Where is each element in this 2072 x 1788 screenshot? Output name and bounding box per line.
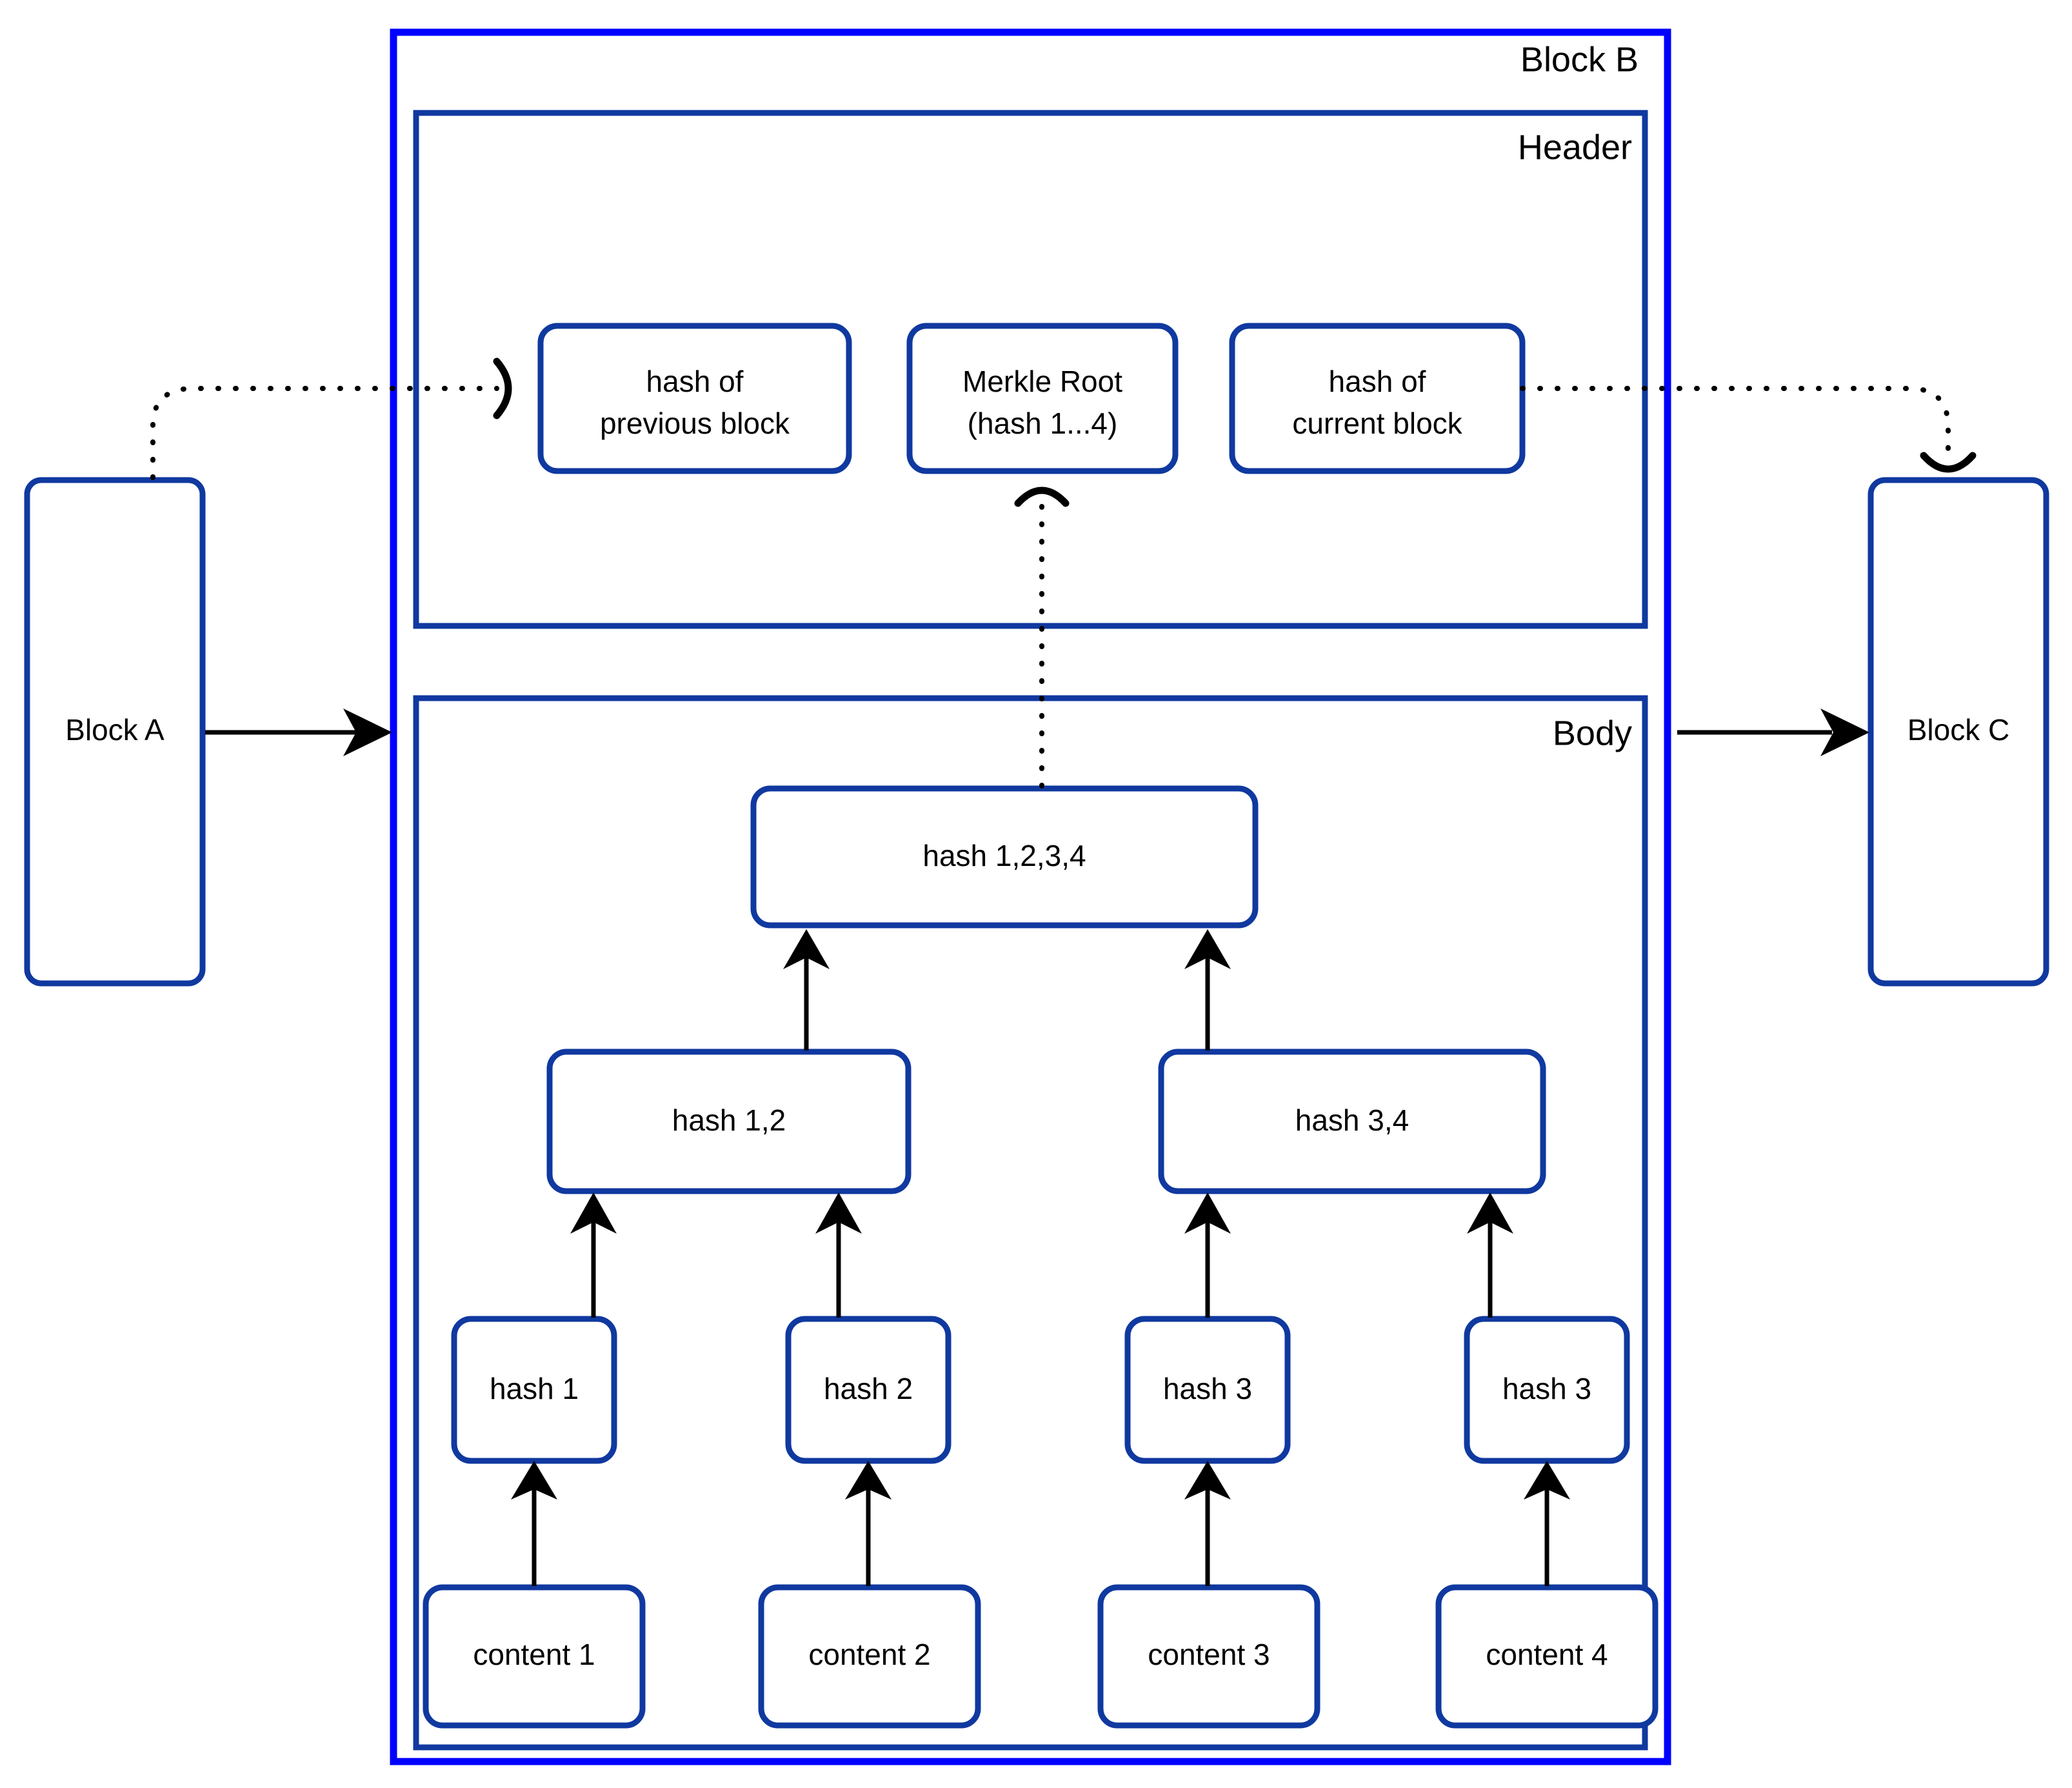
content-4-box[interactable] xyxy=(1435,1584,1659,1729)
edge-hash1-to-hash12 xyxy=(570,1192,617,1318)
edge-block-b-to-block-c xyxy=(1677,708,1869,756)
body-section-title: Body xyxy=(1553,714,1632,752)
content-1-label: content 1 xyxy=(473,1638,595,1671)
content-1-box[interactable] xyxy=(423,1584,646,1729)
merkle-root-box[interactable] xyxy=(906,323,1179,474)
edge-content3-to-hash3 xyxy=(1184,1461,1231,1586)
prev-hash-label-line1: hash of xyxy=(646,365,744,398)
current-hash-box[interactable] xyxy=(1229,323,1526,474)
hash-1234-label: hash 1,2,3,4 xyxy=(922,839,1086,872)
block-b-outer-border xyxy=(390,28,1671,1765)
edge-hash2-to-hash12 xyxy=(815,1192,862,1318)
header-section-box xyxy=(413,110,1648,629)
merkle-root-label-line1: Merkle Root xyxy=(962,365,1122,398)
edge-hash3-to-hash34 xyxy=(1184,1192,1231,1318)
block-a-label: Block A xyxy=(65,713,164,747)
edge-content4-to-hash4 xyxy=(1524,1461,1570,1586)
hash-34-label: hash 3,4 xyxy=(1295,1103,1409,1137)
edge-hash12-to-hash1234 xyxy=(783,929,830,1050)
hash-1-label: hash 1 xyxy=(490,1372,579,1405)
edge-block-a-to-prev-hash xyxy=(150,357,512,480)
edge-content1-to-hash1 xyxy=(511,1461,557,1586)
content-2-box[interactable] xyxy=(758,1584,981,1729)
current-hash-label-line2: current block xyxy=(1292,407,1462,440)
block-c-box[interactable] xyxy=(1868,477,2049,987)
hash-12-label: hash 1,2 xyxy=(672,1103,786,1137)
edge-current-hash-to-block-c xyxy=(1520,386,1977,473)
edge-hash4-to-hash34 xyxy=(1467,1192,1513,1318)
edge-hash34-to-hash1234 xyxy=(1184,929,1231,1050)
block-b-title: Block B xyxy=(1520,40,1639,79)
body-section-box xyxy=(413,695,1648,1751)
hash-12-box[interactable] xyxy=(546,1049,911,1194)
header-section-title: Header xyxy=(1518,128,1632,166)
hash-4-label: hash 3 xyxy=(1502,1372,1591,1405)
current-hash-label-line1: hash of xyxy=(1329,365,1426,398)
merkle-root-label-line2: (hash 1...4) xyxy=(968,407,1118,440)
content-4-label: content 4 xyxy=(1486,1638,1608,1671)
block-c-label: Block C xyxy=(1908,713,2009,747)
block-a-box[interactable] xyxy=(24,477,206,987)
hash-2-label: hash 2 xyxy=(824,1372,913,1405)
hash-3-label: hash 3 xyxy=(1163,1372,1252,1405)
prev-hash-box[interactable] xyxy=(537,323,852,474)
hash-34-box[interactable] xyxy=(1158,1049,1546,1194)
edge-content2-to-hash2 xyxy=(845,1461,892,1586)
edge-block-a-to-block-b xyxy=(205,708,392,756)
hash-1234-box[interactable] xyxy=(750,785,1259,929)
content-3-label: content 3 xyxy=(1148,1638,1270,1671)
content-2-label: content 2 xyxy=(808,1638,930,1671)
edge-hash1234-to-merkle-root xyxy=(1014,487,1070,789)
content-3-box[interactable] xyxy=(1097,1584,1320,1729)
prev-hash-label-line2: previous block xyxy=(600,407,790,440)
